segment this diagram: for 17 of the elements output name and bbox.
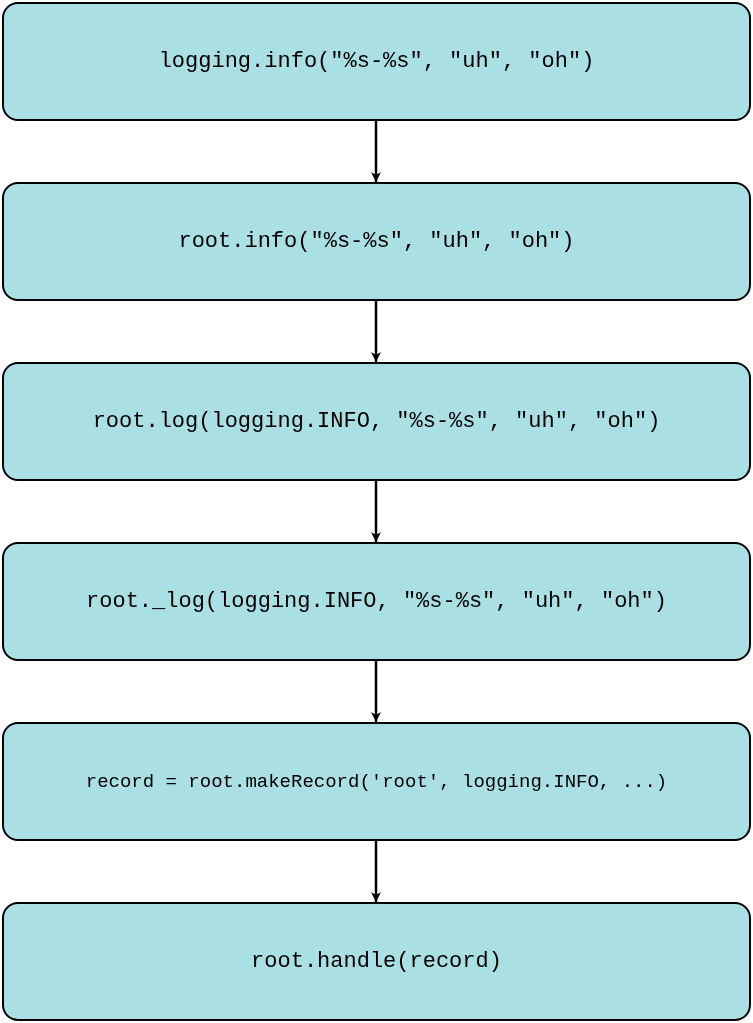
code-text: root.info("%s-%s", "uh", "oh") [178,229,575,254]
code-text: root.log(logging.INFO, "%s-%s", "uh", "oh") [92,409,661,434]
code-text: root._log(logging.INFO, "%s-%s", "uh", "oh") [86,589,667,614]
process-box [2,2,751,121]
process-box [2,542,751,661]
arrow [371,301,381,362]
arrow [371,481,381,542]
code-text: record = root.makeRecord('root', logging.INFO, ...) [85,770,668,793]
code-text: logging.info("%s-%s", "uh", "oh") [158,49,595,74]
code-text: root.handle(record) [251,949,502,974]
arrow [371,841,381,902]
process-box [2,722,751,841]
arrow [371,121,381,182]
arrow [371,661,381,722]
process-box [2,362,751,481]
process-box [2,902,751,1021]
process-box [2,182,751,301]
